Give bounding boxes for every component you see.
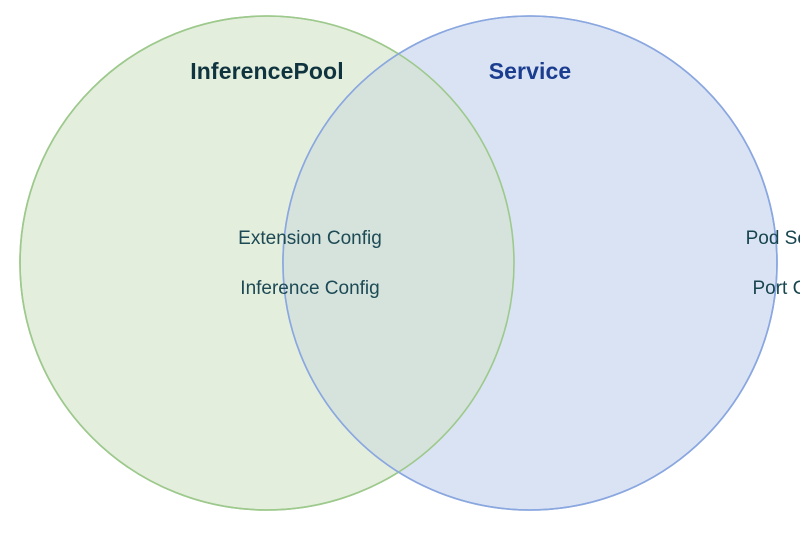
set-title-inferencepool: InferencePool [190, 58, 344, 84]
intersection-item: Pod Selector [745, 228, 800, 249]
inferencepool-item: Inference Config [240, 278, 380, 299]
circle-intersection [283, 16, 514, 510]
inferencepool-item: Extension Config [238, 228, 382, 249]
circle-service-outline [282, 15, 778, 511]
circle-intersection-group [283, 16, 514, 510]
set-title-service: Service [488, 58, 572, 84]
circle-inferencepool-outline [19, 15, 515, 511]
intersection-item: Port Config [752, 278, 800, 299]
